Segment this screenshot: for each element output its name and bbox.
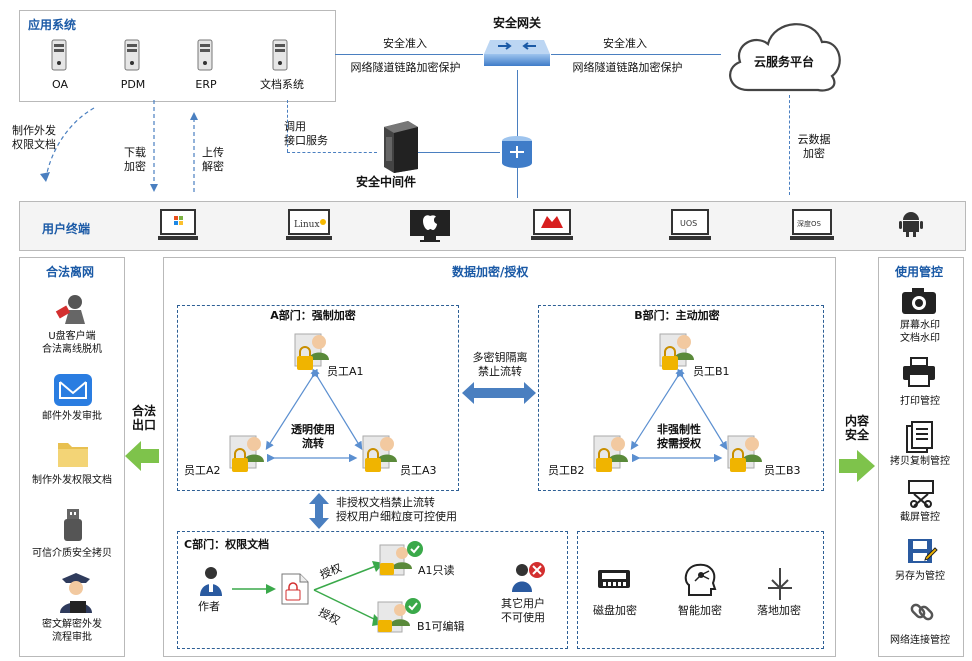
middleware-up-line — [287, 100, 288, 152]
right-panel — [878, 257, 964, 657]
app-item-oa: OA — [52, 78, 68, 91]
make-external-arrow — [40, 107, 95, 182]
upload-arrow — [190, 112, 198, 195]
upload-label: 上传 解密 — [202, 146, 224, 173]
middleware-link-line — [418, 152, 500, 153]
svg-text:深度OS: 深度OS — [797, 219, 822, 228]
isolation-arrow — [462, 382, 536, 404]
dept-b-title: B部门：主动加密 — [634, 309, 720, 322]
right-item-screenshot: 截屏管控 — [900, 512, 940, 523]
middleware-call-label: 调用 接口服务 — [284, 120, 328, 147]
legal-exit-arrow — [125, 441, 159, 471]
app-item-pdm: PDM — [120, 78, 146, 91]
left-panel-title: 合法离网 — [46, 265, 95, 279]
legal-exit-label: 合法 出口 — [131, 404, 156, 432]
left-item-decrypt-approval: 密文解密外发 流程审批 — [42, 619, 102, 643]
a1-readonly-label: A1只读 — [418, 564, 455, 577]
right-item-save-as: 另存为管控 — [895, 571, 945, 582]
gateway-right-tunnel: 网络隧道链路加密保护 — [572, 61, 683, 74]
svg-text:UOS: UOS — [680, 219, 697, 228]
dept-b-box — [538, 305, 824, 491]
encrypt-types-box — [577, 531, 824, 649]
user-b3-label: 员工B3 — [764, 464, 801, 477]
middleware-title: 安全中间件 — [355, 175, 416, 189]
user-b2-label: 员工B2 — [548, 464, 585, 477]
dept-c-title: C部门：权限文档 — [184, 538, 270, 551]
encrypt-type-disk: 磁盘加密 — [593, 604, 637, 617]
dept-b-center-label: 非强制性 按需授权 — [657, 423, 701, 450]
isolation-label: 多密钥隔离 禁止流转 — [472, 351, 528, 378]
encrypt-type-landing: 落地加密 — [757, 604, 801, 617]
left-item-make-doc: 制作外发权限文档 — [32, 475, 112, 486]
app-item-erp: ERP — [195, 78, 217, 91]
dept-a-center-label: 透明使用 流转 — [291, 423, 335, 450]
cloud-data-label: 云数据 加密 — [797, 133, 831, 160]
gateway-left-line — [335, 54, 483, 55]
user-a2-label: 员工A2 — [184, 464, 221, 477]
make-external-label: 制作外发 权限文档 — [12, 124, 56, 151]
dept-a-triangle — [265, 368, 363, 463]
middleware-call-line — [287, 152, 377, 153]
cloud-title: 云服务平台 — [753, 55, 814, 69]
terminals-title: 用户终端 — [42, 222, 91, 236]
gateway-right-access: 安全准入 — [603, 37, 647, 50]
gateway-vertical-line — [517, 70, 518, 198]
dept-a-title: A部门：强制加密 — [270, 309, 356, 322]
gateway-title: 安全网关 — [492, 16, 541, 30]
author-to-doc-arrow — [232, 584, 276, 594]
left-item-mail: 邮件外发审批 — [42, 411, 102, 422]
content-security-label: 内容 安全 — [844, 414, 869, 442]
cloud-data-line — [789, 95, 790, 195]
svg-text:Linux: Linux — [294, 220, 320, 230]
encrypt-type-smart: 智能加密 — [678, 604, 722, 617]
center-title: 数据加密/授权 — [452, 265, 529, 279]
app-system-title: 应用系统 — [28, 18, 77, 32]
dept-b-triangle — [630, 368, 728, 463]
user-a3-label: 员工A3 — [400, 464, 437, 477]
gateway-right-line — [551, 54, 721, 55]
right-item-print: 打印管控 — [900, 396, 940, 407]
vertical-control-arrow — [309, 493, 329, 529]
right-item-network: 网络连接管控 — [890, 635, 950, 646]
vertical-control-label: 非授权文档禁止流转 授权用户细粒度可控使用 — [336, 496, 457, 523]
right-item-copy: 拷贝复制管控 — [890, 456, 950, 467]
other-user-label: 其它用户 不可使用 — [501, 597, 545, 624]
download-label: 下载 加密 — [124, 146, 146, 173]
gateway-left-access: 安全准入 — [383, 37, 427, 50]
download-arrow — [150, 100, 158, 192]
left-item-usb-client: U盘客户端 合法离线脱机 — [42, 331, 102, 355]
content-security-arrow — [839, 450, 875, 482]
b1-edit-label: B1可编辑 — [417, 620, 465, 633]
right-panel-title: 使用管控 — [895, 265, 944, 279]
dept-c-box — [177, 531, 568, 649]
right-item-watermark: 屏幕水印 文档水印 — [900, 320, 940, 344]
left-item-trusted-copy: 可信介质安全拷贝 — [32, 548, 112, 559]
app-item-docsys: 文档系统 — [260, 78, 304, 91]
author-label: 作者 — [198, 600, 220, 613]
gateway-left-tunnel: 网络隧道链路加密保护 — [350, 61, 461, 74]
dept-a-box — [177, 305, 459, 491]
